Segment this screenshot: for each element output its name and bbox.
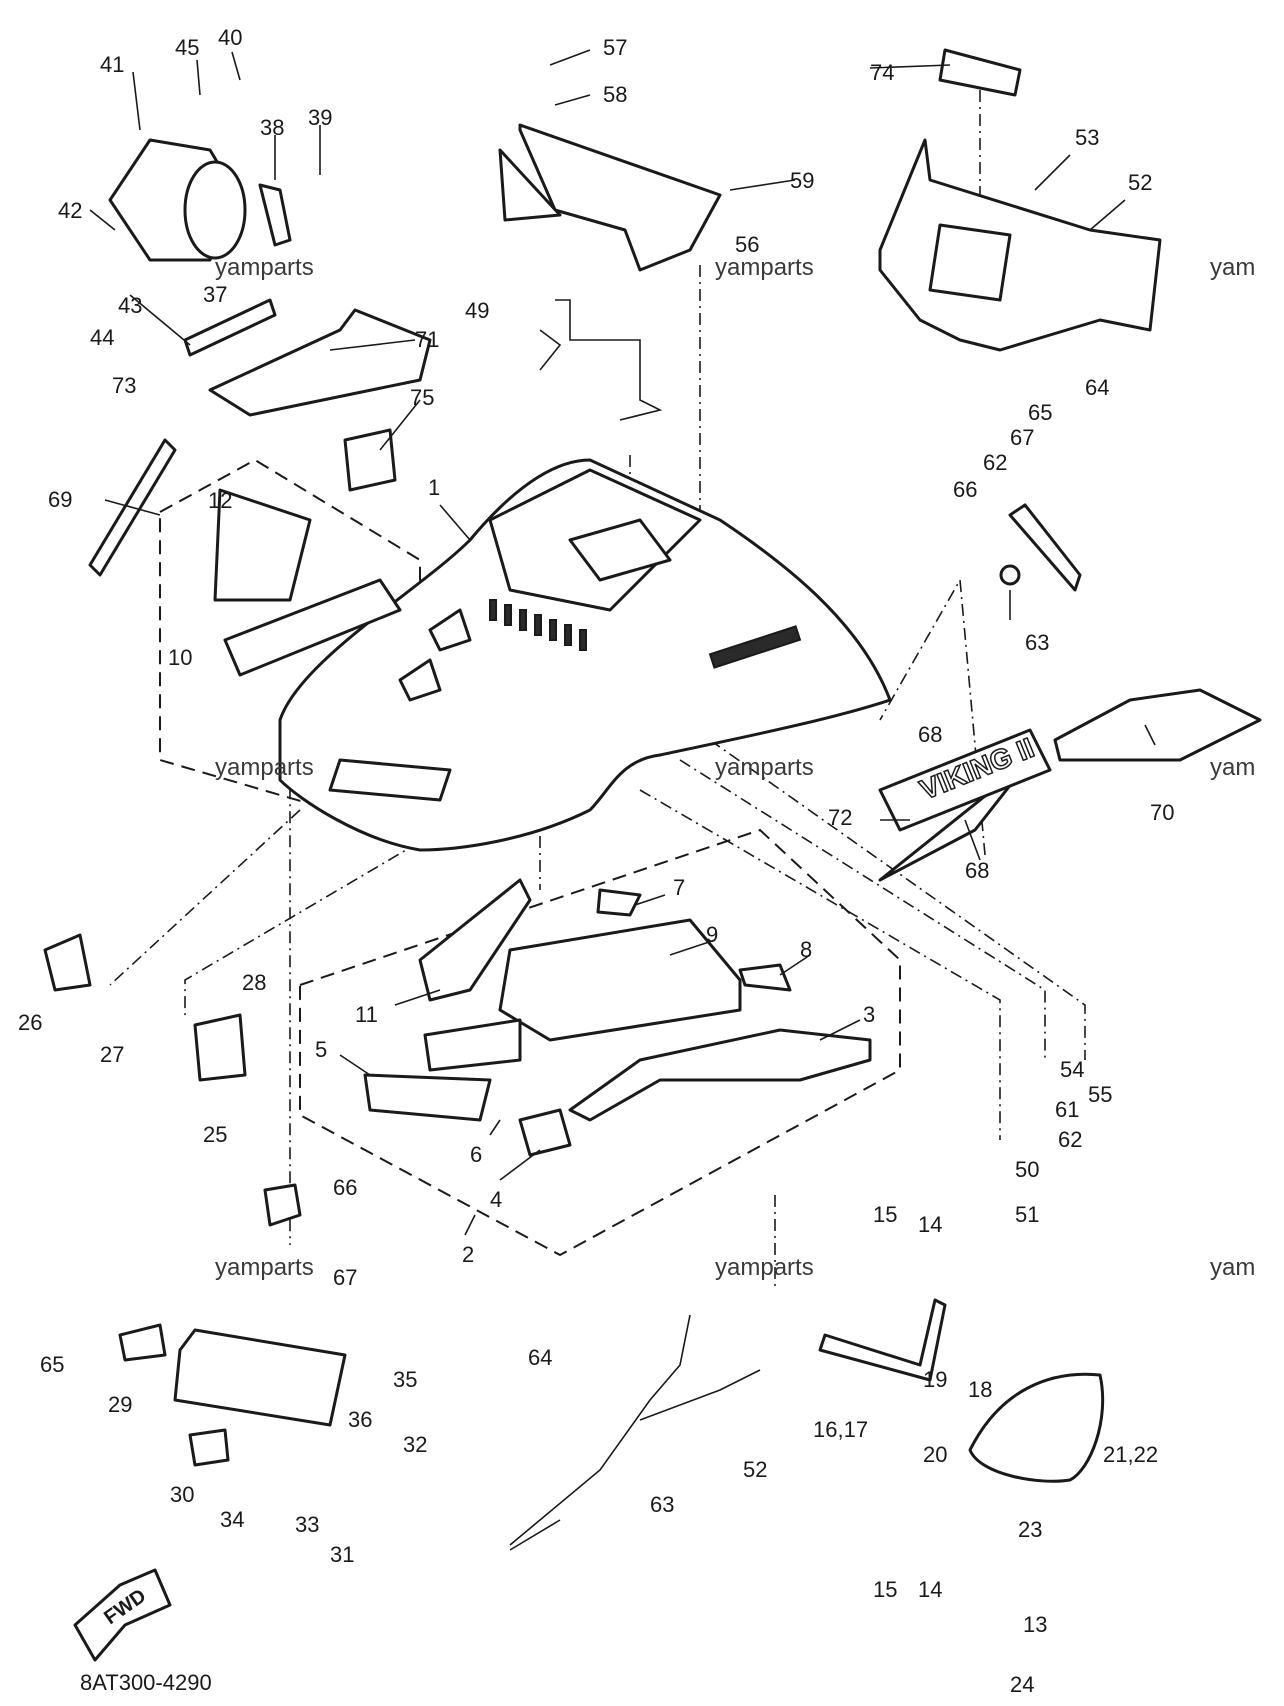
watermark-text: yamparts bbox=[715, 1254, 814, 1281]
callout-9[interactable]: 9 bbox=[706, 922, 718, 947]
callout-37[interactable]: 37 bbox=[203, 282, 227, 307]
callout-27[interactable]: 27 bbox=[100, 1042, 124, 1067]
callout-25[interactable]: 25 bbox=[203, 1122, 227, 1147]
watermark-text-cut: yam bbox=[1210, 754, 1255, 781]
callout-8[interactable]: 8 bbox=[800, 937, 812, 962]
drawing-code: 8AT300-4290 bbox=[80, 1670, 212, 1695]
callout-13[interactable]: 13 bbox=[1023, 1612, 1047, 1637]
callout-32[interactable]: 32 bbox=[403, 1432, 427, 1457]
callout-48[interactable]: 51 bbox=[1015, 1202, 1039, 1227]
callout-28[interactable]: 28 bbox=[242, 970, 266, 995]
callout-77[interactable]: 75 bbox=[410, 385, 434, 410]
callout-68[interactable]: 66 bbox=[333, 1175, 357, 1200]
watermark-text: yamparts bbox=[215, 254, 314, 281]
callout-39[interactable]: 39 bbox=[308, 105, 332, 130]
callout-72[interactable]: 70 bbox=[1150, 800, 1174, 825]
callout-4[interactable]: 4 bbox=[490, 1187, 502, 1212]
callout-26[interactable]: 26 bbox=[18, 1010, 42, 1035]
callout-43[interactable]: 43 bbox=[118, 293, 142, 318]
callout-73[interactable]: 71 bbox=[415, 327, 439, 352]
watermark-text: yamparts bbox=[715, 754, 814, 781]
callout-54[interactable]: 57 bbox=[603, 35, 627, 60]
callout-31[interactable]: 31 bbox=[330, 1542, 354, 1567]
callout-57[interactable]: 61 bbox=[1055, 1097, 1079, 1122]
callout-29[interactable]: 29 bbox=[108, 1392, 132, 1417]
callout-55[interactable]: 58 bbox=[603, 82, 627, 107]
callout-50[interactable]: 53 bbox=[1075, 125, 1099, 150]
callout-24[interactable]: 24 bbox=[1010, 1672, 1034, 1697]
leader-lines bbox=[89, 49, 1156, 1236]
callout-56[interactable]: 59 bbox=[790, 168, 814, 193]
callout-49[interactable]: 52 bbox=[1128, 170, 1152, 195]
watermark-text: yamparts bbox=[215, 754, 314, 781]
watermarks: yamparts yamparts yam yamparts yamparts … bbox=[215, 254, 1255, 1281]
callout-38[interactable]: 38 bbox=[260, 115, 284, 140]
callout-60[interactable]: 63 bbox=[1025, 630, 1049, 655]
watermark-text: yamparts bbox=[715, 254, 814, 281]
callout-14[interactable]: 14 bbox=[918, 1577, 942, 1602]
callout-70[interactable]: 68 bbox=[965, 858, 989, 883]
callout-23[interactable]: 23 bbox=[1018, 1517, 1042, 1542]
callout-46[interactable]: 49 bbox=[465, 298, 489, 323]
part-shapes bbox=[43, 48, 1262, 1662]
callout-62[interactable]: 65 bbox=[1028, 400, 1052, 425]
callout-61[interactable]: 64 bbox=[1085, 375, 1109, 400]
callout-16-17[interactable]: 16,17 bbox=[813, 1417, 868, 1442]
callout-59[interactable]: 62 bbox=[983, 450, 1007, 475]
callout-21-22[interactable]: 21,22 bbox=[1103, 1442, 1158, 1467]
callout-58[interactable]: 62 bbox=[1058, 1127, 1082, 1152]
callout-51[interactable]: 54 bbox=[1060, 1057, 1084, 1082]
callouts: 41 45 40 38 39 42 37 43 44 71 73 69 12 1… bbox=[18, 25, 1174, 1697]
callout-30[interactable]: 30 bbox=[170, 1482, 194, 1507]
callout-52[interactable]: 55 bbox=[1088, 1082, 1112, 1107]
callout-10[interactable]: 10 bbox=[168, 645, 192, 670]
callout-74[interactable]: 72 bbox=[828, 805, 852, 830]
callout-71[interactable]: 69 bbox=[48, 487, 72, 512]
callout-36[interactable]: 36 bbox=[348, 1407, 372, 1432]
hood bbox=[278, 458, 892, 852]
callout-42[interactable]: 42 bbox=[58, 198, 82, 223]
callout-19[interactable]: 19 bbox=[923, 1367, 947, 1392]
callout-18[interactable]: 18 bbox=[968, 1377, 992, 1402]
callout-5[interactable]: 5 bbox=[315, 1037, 327, 1062]
callout-15[interactable]: 15 bbox=[873, 1202, 897, 1227]
watermark-text-cut: yam bbox=[1210, 254, 1255, 281]
callout-63[interactable]: 67 bbox=[1010, 425, 1034, 450]
callout-34[interactable]: 34 bbox=[220, 1507, 244, 1532]
callout-48[interactable]: 52 bbox=[743, 1457, 767, 1482]
hood-vents bbox=[489, 599, 587, 651]
callout-12[interactable]: 12 bbox=[208, 488, 232, 513]
callout-2[interactable]: 2 bbox=[462, 1242, 474, 1267]
callout-20[interactable]: 20 bbox=[923, 1442, 947, 1467]
callout-67[interactable]: 65 bbox=[40, 1352, 64, 1377]
callout-65[interactable]: 63 bbox=[650, 1492, 674, 1517]
callout-75[interactable]: 73 bbox=[112, 373, 136, 398]
callout-15[interactable]: 15 bbox=[873, 1577, 897, 1602]
callout-6[interactable]: 6 bbox=[470, 1142, 482, 1167]
callout-7[interactable]: 7 bbox=[673, 875, 685, 900]
callout-47[interactable]: 50 bbox=[1015, 1157, 1039, 1182]
callout-14[interactable]: 14 bbox=[918, 1212, 942, 1237]
callout-76[interactable]: 74 bbox=[870, 60, 894, 85]
callout-33[interactable]: 33 bbox=[295, 1512, 319, 1537]
callout-66[interactable]: 64 bbox=[528, 1345, 552, 1370]
callout-53[interactable]: 56 bbox=[735, 232, 759, 257]
watermark-text-cut: yam bbox=[1210, 1254, 1255, 1281]
callout-11[interactable]: 11 bbox=[355, 1002, 378, 1027]
callout-69[interactable]: 67 bbox=[333, 1265, 357, 1290]
callout-40[interactable]: 40 bbox=[218, 25, 242, 50]
callout-3[interactable]: 3 bbox=[863, 1002, 875, 1027]
callout-44[interactable]: 44 bbox=[90, 325, 114, 350]
callout-1[interactable]: 1 bbox=[428, 475, 440, 500]
callout-45[interactable]: 45 bbox=[175, 35, 199, 60]
callout-62[interactable]: 66 bbox=[953, 477, 977, 502]
callout-64[interactable]: 68 bbox=[918, 722, 942, 747]
callout-35[interactable]: 35 bbox=[393, 1367, 417, 1392]
watermark-text: yamparts bbox=[215, 1254, 314, 1281]
callout-41[interactable]: 41 bbox=[100, 52, 124, 77]
